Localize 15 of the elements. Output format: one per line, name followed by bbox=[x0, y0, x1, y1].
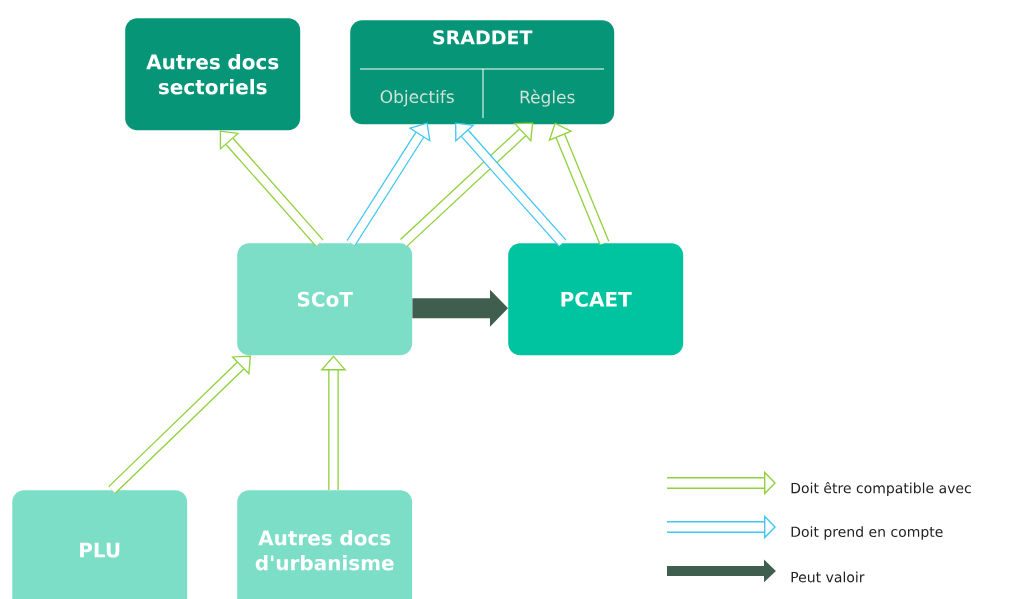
legend-text: Doit être compatible avec bbox=[791, 481, 971, 497]
document-box: PCAET bbox=[508, 243, 684, 356]
block-arrow bbox=[400, 122, 534, 247]
legend-text: Doit prend en compte bbox=[791, 526, 943, 540]
legend-text: Peut valoir bbox=[791, 571, 865, 583]
block-arrow bbox=[346, 122, 431, 246]
column-label: Règles bbox=[520, 89, 575, 107]
document-box: SCoT bbox=[237, 243, 413, 356]
block-arrow bbox=[548, 122, 610, 245]
document-box: PLU bbox=[12, 490, 188, 599]
document-box: Autres docs sectoriels bbox=[125, 18, 301, 131]
block-arrow bbox=[219, 130, 324, 247]
document-box: Autres docs d'urbanisme bbox=[237, 490, 413, 599]
column-label: Objectifs bbox=[380, 89, 454, 107]
block-arrow bbox=[455, 122, 567, 247]
